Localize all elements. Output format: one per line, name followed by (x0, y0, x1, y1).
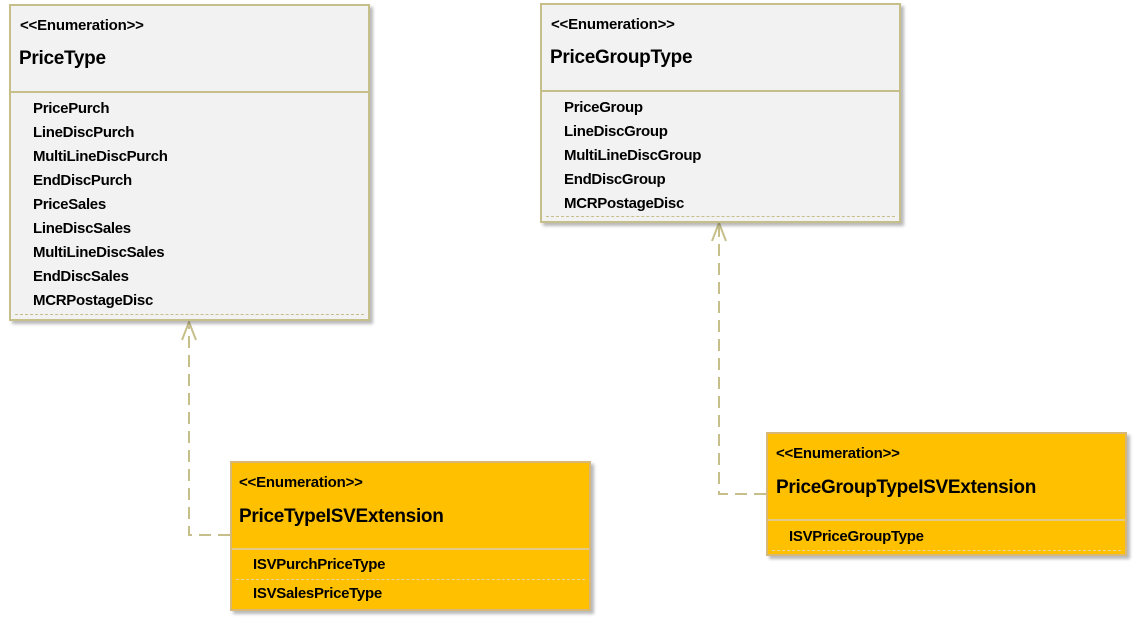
literal-item: LineDiscGroup (564, 123, 668, 140)
literal-item: EndDiscSales (33, 268, 129, 285)
compartment-divider (546, 216, 895, 217)
class-name: PriceGroupType (550, 47, 693, 68)
dependency-pricetypeisvextension-to-pricetype (181, 319, 230, 536)
stereotype-label: <<Enumeration>> (239, 474, 363, 491)
stereotype-label: <<Enumeration>> (20, 17, 144, 34)
literal-item: PricePurch (33, 100, 110, 117)
class-box-pricegrouptypeisvextension[interactable]: <<Enumeration>> PriceGroupTypeISVExtensi… (766, 432, 1127, 556)
literal-item: LineDiscPurch (33, 124, 135, 141)
class-name: PriceTypeISVExtension (239, 506, 444, 527)
literal-item: ISVPurchPriceType (253, 556, 386, 573)
class-box-pricetype[interactable]: <<Enumeration>> PriceType PricePurch Lin… (9, 4, 370, 321)
literal-item: PriceSales (33, 196, 106, 213)
class-box-pricetypeisvextension[interactable]: <<Enumeration>> PriceTypeISVExtension IS… (230, 461, 591, 611)
literal-item: EndDiscGroup (564, 171, 666, 188)
compartment-divider (772, 550, 1121, 551)
literal-item: MCRPostageDisc (33, 292, 153, 309)
compartment-divider (15, 314, 364, 315)
class-name: PriceGroupTypeISVExtension (776, 477, 1037, 498)
literal-item: ISVPriceGroupType (789, 528, 924, 545)
literal-item: LineDiscSales (33, 220, 131, 237)
literal-list: PricePurch LineDiscPurch MultiLineDiscPu… (33, 97, 168, 313)
dependency-pricegrouptypeisvextension-to-pricegrouptype (711, 220, 766, 495)
literal-item: ISVSalesPriceType (253, 585, 382, 602)
class-name: PriceType (19, 48, 106, 69)
stereotype-label: <<Enumeration>> (776, 445, 900, 462)
literal-item: MultiLineDiscSales (33, 244, 165, 261)
literal-item: MultiLineDiscPurch (33, 148, 168, 165)
stereotype-label: <<Enumeration>> (551, 16, 675, 33)
literal-item: MultiLineDiscGroup (564, 147, 702, 164)
literal-item: EndDiscPurch (33, 172, 132, 189)
literal-item: MCRPostageDisc (564, 195, 684, 212)
literal-list: PriceGroup LineDiscGroup MultiLineDiscGr… (564, 96, 701, 216)
class-box-pricegrouptype[interactable]: <<Enumeration>> PriceGroupType PriceGrou… (540, 3, 901, 223)
compartment-divider (236, 579, 585, 580)
literal-item: PriceGroup (564, 99, 643, 116)
